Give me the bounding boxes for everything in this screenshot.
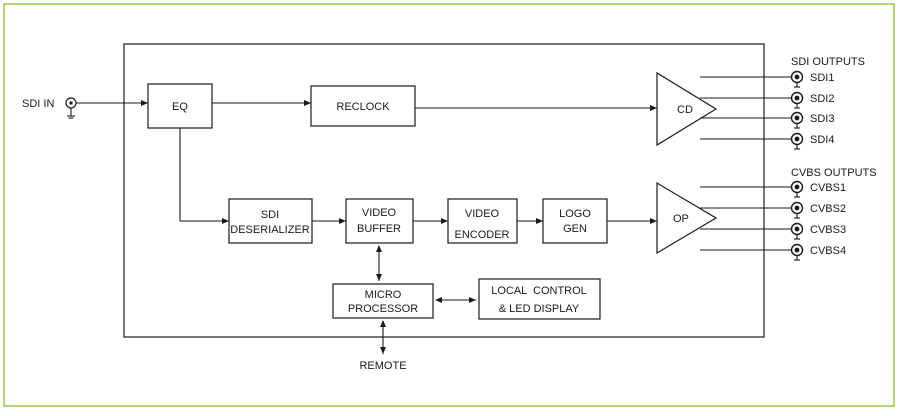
output-port-label: CVBS3 <box>810 224 846 236</box>
bnc-connector-icon <box>790 111 804 125</box>
reclock-block: RECLOCK <box>310 85 416 127</box>
micro-processor-block: MICRO PROCESSOR <box>332 283 434 319</box>
local-line2: & LED DISPLAY <box>499 303 580 315</box>
deserializer-line2: DESERIALIZER <box>230 224 310 236</box>
video-encoder-line2: ENCODER <box>454 229 509 241</box>
bnc-connector-icon <box>790 132 804 146</box>
sdi-in-label: SDI IN <box>22 98 54 110</box>
ground-icon <box>794 213 800 219</box>
reclock-label: RECLOCK <box>336 101 390 113</box>
ground-icon <box>67 108 75 119</box>
eq-label: EQ <box>172 101 188 113</box>
logo-gen-line2: GEN <box>563 223 587 235</box>
video-encoder-line1: VIDEO <box>465 208 500 220</box>
cd-driver: CD <box>656 71 718 147</box>
logo-gen-block: LOGO GEN <box>542 198 608 244</box>
bnc-connector-icon <box>790 91 804 105</box>
outer-frame <box>3 3 895 407</box>
output-port-label: CVBS2 <box>810 203 846 215</box>
output-port-label: SDI2 <box>810 93 834 105</box>
ground-icon <box>794 144 800 150</box>
micro-line1: MICRO <box>365 289 402 301</box>
bnc-connector-icon <box>790 180 804 194</box>
cvbs-outputs-title: CVBS OUTPUTS <box>791 167 877 179</box>
bnc-connector-icon <box>790 222 804 236</box>
ground-icon <box>794 82 800 88</box>
ground-icon <box>794 192 800 198</box>
micro-line2: PROCESSOR <box>348 303 418 315</box>
output-port-label: CVBS4 <box>810 245 846 257</box>
bnc-connector-icon <box>790 243 804 257</box>
output-port-label: SDI3 <box>810 113 834 125</box>
remote-label: REMOTE <box>359 360 406 372</box>
output-port-label: SDI1 <box>810 72 834 84</box>
sdi-outputs-title: SDI OUTPUTS <box>791 56 865 68</box>
deserializer-line1: SDI <box>261 209 279 221</box>
ground-icon <box>794 123 800 129</box>
video-buffer-line1: VIDEO <box>362 207 397 219</box>
output-port-label: CVBS1 <box>810 182 846 194</box>
bnc-connector-icon <box>65 97 77 109</box>
deserializer-block: SDI DESERIALIZER <box>228 198 313 244</box>
cd-label: CD <box>677 104 693 116</box>
ground-icon <box>794 103 800 109</box>
bnc-connector-icon <box>790 201 804 215</box>
ground-icon <box>794 234 800 240</box>
output-port-label: SDI4 <box>810 134 834 146</box>
op-label: OP <box>673 213 689 225</box>
bnc-connector-icon <box>790 70 804 84</box>
local-control-block: LOCAL CONTROL & LED DISPLAY <box>478 278 601 320</box>
eq-to-deserializer-wire <box>179 128 229 224</box>
eq-block: EQ <box>147 83 213 129</box>
op-driver: OP <box>656 181 718 255</box>
ground-icon <box>794 255 800 261</box>
video-encoder-block: VIDEO ENCODER <box>447 198 518 244</box>
video-buffer-block: VIDEO BUFFER <box>345 198 414 244</box>
local-line1: LOCAL CONTROL <box>491 285 587 297</box>
logo-gen-line1: LOGO <box>559 208 591 220</box>
video-buffer-line2: BUFFER <box>357 223 401 235</box>
